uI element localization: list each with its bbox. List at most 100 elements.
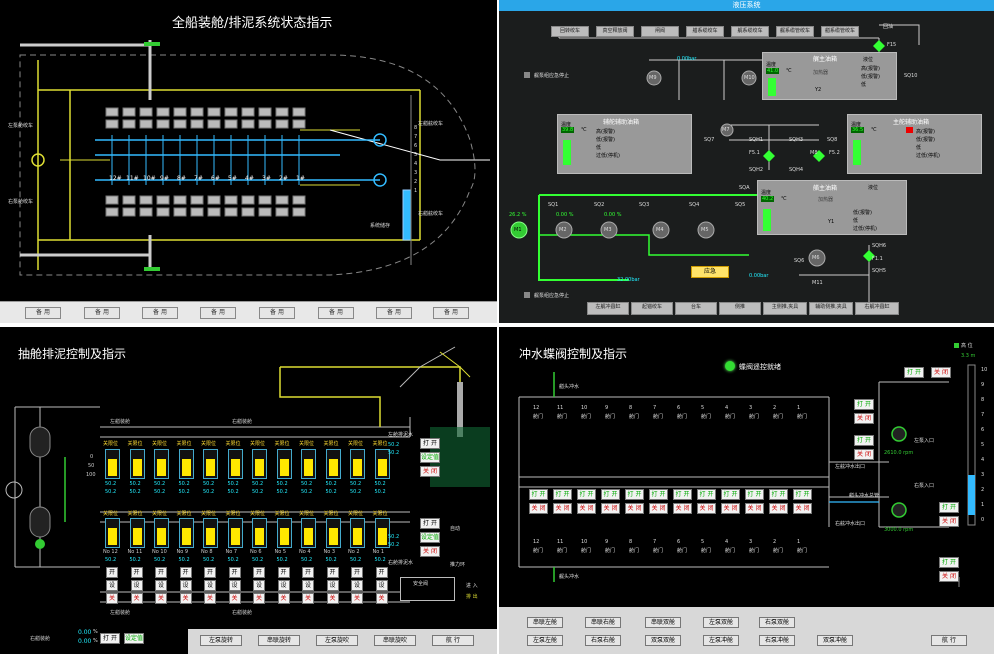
rotary-winch-button[interactable]: 回转绞车 [551, 26, 589, 37]
valve-close-button[interactable]: 关 闭 [745, 503, 764, 514]
stern-pipe-winch-button[interactable]: 艉系缆管绞车 [776, 26, 814, 37]
close-button[interactable]: 关 闭 [939, 571, 959, 582]
close-button[interactable]: 关 闭 [854, 413, 874, 424]
valve-close-button[interactable]: 关 闭 [625, 503, 644, 514]
hold-open-button[interactable]: 开 [155, 567, 167, 578]
valve-open-button[interactable]: 打 开 [769, 489, 788, 500]
hold-open-button[interactable]: 开 [106, 567, 118, 578]
hold-close-button[interactable]: 关 [155, 593, 167, 604]
spare-button[interactable]: 备 用 [318, 307, 354, 319]
vacuum-release-button[interactable]: 真空释放阀 [596, 26, 634, 37]
hold-set-button[interactable]: 设 [228, 580, 241, 591]
hold-set-button[interactable]: 设 [106, 580, 118, 591]
hold-open-button[interactable]: 开 [351, 567, 363, 578]
bottom-button[interactable]: 主侧推,夹具 [763, 302, 807, 315]
open-button[interactable]: 打 开 [420, 518, 440, 529]
hold-open-button[interactable]: 开 [253, 567, 265, 578]
hold-set-button[interactable]: 设 [204, 580, 216, 591]
mode-button[interactable]: 串联右舱 [585, 617, 621, 628]
hold-set-button[interactable]: 设 [130, 580, 143, 591]
valve-close-button[interactable]: 关 闭 [793, 503, 812, 514]
hold-close-button[interactable]: 关 [130, 593, 143, 604]
spare-button[interactable]: 备 用 [142, 307, 178, 319]
open-button[interactable]: 打 开 [854, 399, 874, 410]
hold-close-button[interactable]: 关 [179, 593, 192, 604]
gate-valve-button[interactable]: 闸阀 [641, 26, 679, 37]
open-button[interactable]: 打 开 [939, 557, 959, 568]
emergency-button[interactable]: 应急 [691, 266, 729, 278]
open-button[interactable]: 打 开 [904, 367, 924, 378]
close-button[interactable]: 关 闭 [939, 516, 959, 527]
hold-close-button[interactable]: 关 [204, 593, 216, 604]
open-button[interactable]: 打 开 [100, 633, 120, 644]
sail-button[interactable]: 航 行 [931, 635, 967, 646]
mode-button[interactable]: 左泵旋吹 [316, 635, 358, 646]
mode-button[interactable]: 左泵冲舱 [703, 635, 739, 646]
mode-button[interactable]: 左泵旋转 [200, 635, 242, 646]
valve-close-button[interactable]: 关 闭 [673, 503, 692, 514]
hold-set-button[interactable]: 设 [302, 580, 314, 591]
hold-open-button[interactable]: 开 [204, 567, 216, 578]
setpoint-button[interactable]: 设定值 [420, 532, 440, 543]
bottom-button[interactable]: 左艉冲蟲缸 [587, 302, 629, 315]
spare-button[interactable]: 备 用 [376, 307, 412, 319]
hold-open-button[interactable]: 开 [375, 567, 388, 578]
hold-close-button[interactable]: 关 [375, 593, 388, 604]
bow-winch-button[interactable]: 艏系缆绞车 [686, 26, 724, 37]
hold-open-button[interactable]: 开 [130, 567, 143, 578]
mode-button[interactable]: 双泵冲舱 [817, 635, 853, 646]
mode-button[interactable]: 右泵右舱 [585, 635, 621, 646]
hold-open-button[interactable]: 开 [302, 567, 314, 578]
valve-close-button[interactable]: 关 闭 [769, 503, 788, 514]
bottom-button[interactable]: 台车 [675, 302, 717, 315]
valve-open-button[interactable]: 打 开 [745, 489, 764, 500]
bottom-button[interactable]: 起锚绞车 [631, 302, 673, 315]
hold-close-button[interactable]: 关 [277, 593, 290, 604]
mode-button[interactable]: 串联旋转 [258, 635, 300, 646]
valve-open-button[interactable]: 打 开 [793, 489, 812, 500]
valve-open-button[interactable]: 打 开 [601, 489, 620, 500]
hold-set-button[interactable]: 设 [179, 580, 192, 591]
sail-button[interactable]: 航 行 [432, 635, 474, 646]
hold-close-button[interactable]: 关 [326, 593, 339, 604]
hold-close-button[interactable]: 关 [302, 593, 314, 604]
mode-button[interactable]: 左泵左舱 [527, 635, 563, 646]
open-button[interactable]: 打 开 [939, 502, 959, 513]
hold-set-button[interactable]: 设 [277, 580, 290, 591]
close-button[interactable]: 关 闭 [420, 546, 440, 557]
hold-set-button[interactable]: 设 [326, 580, 339, 591]
bottom-button[interactable]: 侧推 [719, 302, 761, 315]
spare-button[interactable]: 备 用 [433, 307, 469, 319]
valve-close-button[interactable]: 关 闭 [649, 503, 668, 514]
spare-button[interactable]: 备 用 [200, 307, 236, 319]
close-button[interactable]: 关 闭 [854, 449, 874, 460]
valve-open-button[interactable]: 打 开 [697, 489, 716, 500]
spare-button[interactable]: 备 用 [84, 307, 120, 319]
setpoint-button[interactable]: 设定值 [420, 452, 440, 463]
bow-pipe-winch-button[interactable]: 艏系缆管绞车 [821, 26, 859, 37]
mode-button[interactable]: 右泵双舱 [759, 617, 795, 628]
valve-open-button[interactable]: 打 开 [673, 489, 692, 500]
stern-winch-button[interactable]: 艉系缆绞车 [731, 26, 769, 37]
hold-close-button[interactable]: 关 [351, 593, 363, 604]
mode-button[interactable]: 左泵双舱 [703, 617, 739, 628]
valve-open-button[interactable]: 打 开 [553, 489, 572, 500]
open-button[interactable]: 打 开 [854, 435, 874, 446]
hold-open-button[interactable]: 开 [277, 567, 290, 578]
valve-open-button[interactable]: 打 开 [625, 489, 644, 500]
hold-close-button[interactable]: 关 [106, 593, 118, 604]
valve-close-button[interactable]: 关 闭 [553, 503, 572, 514]
bottom-button[interactable]: 辅助侧推,夹具 [809, 302, 853, 315]
valve-open-button[interactable]: 打 开 [529, 489, 548, 500]
valve-close-button[interactable]: 关 闭 [577, 503, 596, 514]
hold-set-button[interactable]: 设 [253, 580, 265, 591]
hold-close-button[interactable]: 关 [228, 593, 241, 604]
valve-close-button[interactable]: 关 闭 [721, 503, 740, 514]
valve-close-button[interactable]: 关 闭 [601, 503, 620, 514]
valve-open-button[interactable]: 打 开 [721, 489, 740, 500]
hold-set-button[interactable]: 设 [155, 580, 167, 591]
mode-button[interactable]: 串联左舱 [527, 617, 563, 628]
open-button[interactable]: 打 开 [420, 438, 440, 449]
mode-button[interactable]: 串联旋吹 [374, 635, 416, 646]
setpoint-button[interactable]: 设定值 [124, 633, 144, 644]
